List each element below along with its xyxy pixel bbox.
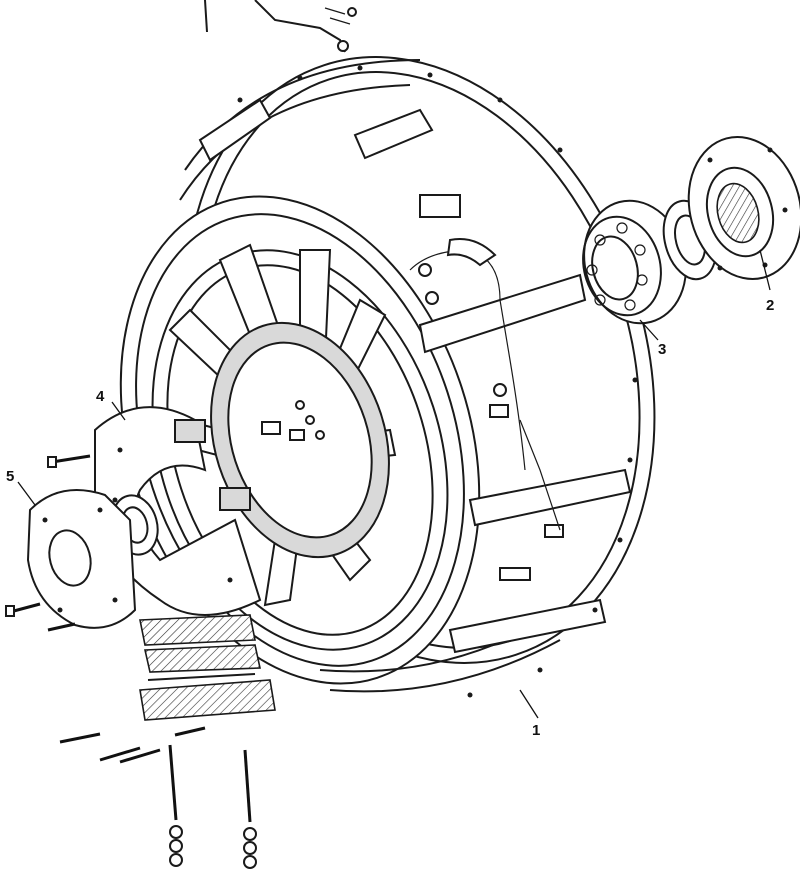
rim-bolt-holes — [237, 65, 638, 698]
split-plate — [94, 406, 262, 616]
callout-3: 3 — [658, 341, 666, 358]
hub-hardware — [261, 400, 325, 441]
callout-4: 4 — [96, 388, 105, 405]
roller-bearing — [582, 199, 687, 325]
terminal-hardware — [409, 194, 564, 581]
callout-2: 2 — [766, 297, 774, 314]
top-wiring-fragment — [204, 0, 357, 53]
callout-5: 5 — [6, 468, 14, 485]
callout-leaders — [17, 249, 771, 719]
end-cap — [662, 136, 800, 281]
fasteners-and-pads — [5, 454, 276, 869]
coupling-flange — [26, 489, 137, 629]
callout-1: 1 — [532, 722, 540, 739]
